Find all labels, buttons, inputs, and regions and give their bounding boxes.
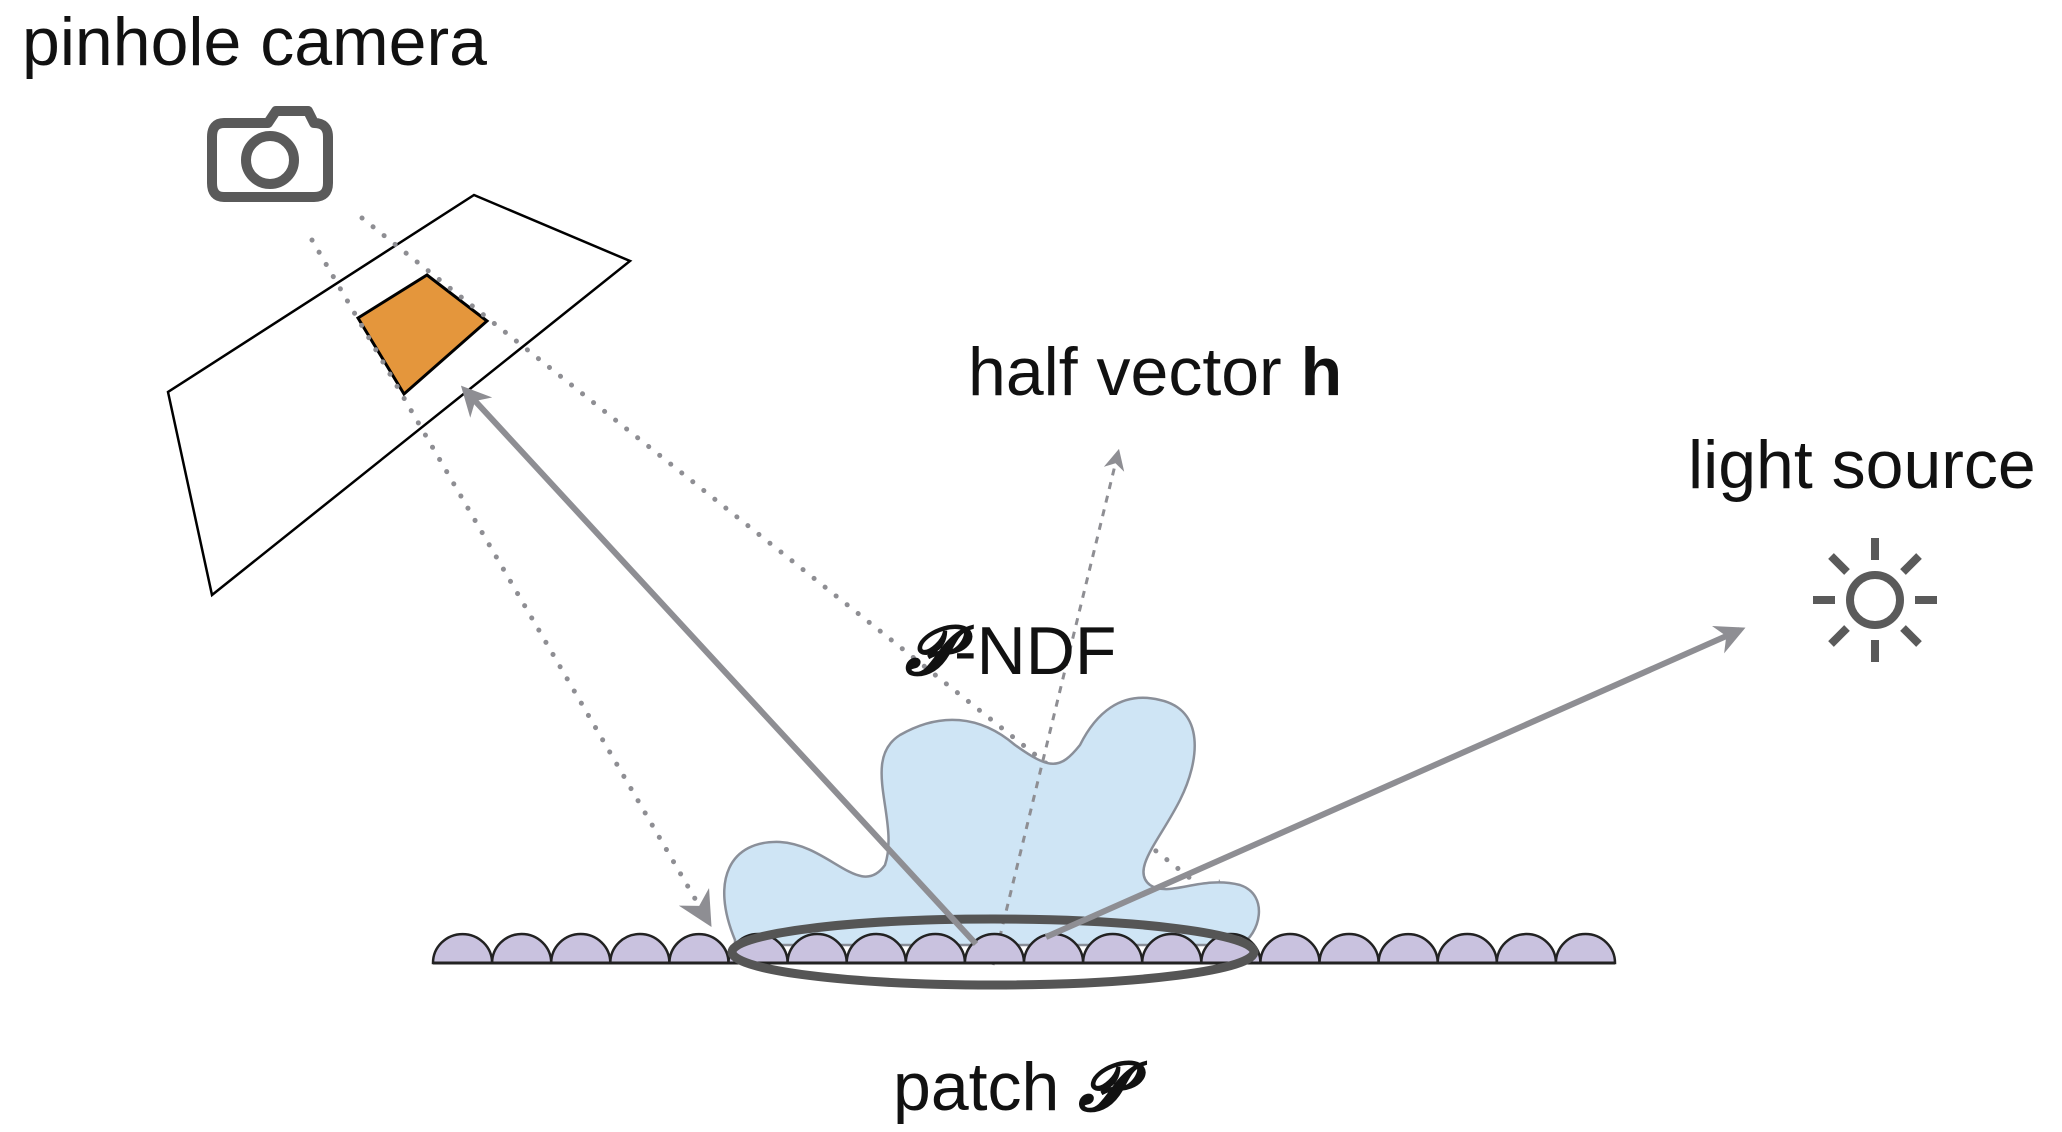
p-ndf-label: 𝓟-NDF bbox=[905, 611, 1116, 691]
dotted-view-ray-right bbox=[359, 215, 1236, 915]
microfacet-bump bbox=[1259, 932, 1321, 965]
microfacet-bump bbox=[431, 932, 494, 965]
patch-symbol: 𝓟 bbox=[1078, 1047, 1147, 1127]
microfacet-bump bbox=[490, 932, 553, 965]
microfacet-bump bbox=[1081, 932, 1144, 965]
camera-icon bbox=[207, 106, 333, 202]
microfacet-bump bbox=[1140, 932, 1203, 965]
pixel-footprint bbox=[355, 273, 490, 397]
half-vector-label: half vector h bbox=[968, 334, 1342, 410]
microfacet-bump bbox=[609, 932, 671, 965]
image-plane bbox=[166, 193, 633, 598]
half-vector-symbol: h bbox=[1301, 334, 1343, 410]
patch-ellipse bbox=[727, 914, 1259, 990]
microfacet-bump bbox=[1318, 932, 1380, 965]
p-ndf-lobe bbox=[723, 696, 1260, 947]
sun-icon bbox=[1813, 538, 1937, 662]
view-direction-arrow bbox=[460, 385, 979, 947]
p-ndf-text: -NDF bbox=[954, 613, 1116, 689]
microfacet-bump bbox=[1436, 932, 1499, 965]
microfacet-bump bbox=[845, 932, 908, 965]
microfacet-bump bbox=[963, 932, 1026, 965]
half-vector-text: half vector bbox=[968, 334, 1301, 410]
microfacet-bump bbox=[668, 932, 730, 965]
light-source-label: light source bbox=[1688, 427, 2036, 503]
camera-label: pinhole camera bbox=[22, 4, 487, 80]
light-direction-arrow bbox=[1044, 625, 1746, 940]
microfacet-bump bbox=[1495, 932, 1558, 965]
microfacet-bump bbox=[904, 932, 967, 965]
half-vector-arrow bbox=[991, 448, 1125, 966]
dotted-view-ray-left bbox=[309, 237, 712, 928]
microfacet-bump bbox=[1554, 932, 1617, 965]
microfacet-bump bbox=[549, 932, 612, 965]
patch-label: patch 𝓟 bbox=[893, 1047, 1147, 1127]
patch-text: patch bbox=[893, 1049, 1078, 1125]
microfacet-bump bbox=[1377, 932, 1439, 965]
microfacet-bump bbox=[786, 932, 848, 965]
